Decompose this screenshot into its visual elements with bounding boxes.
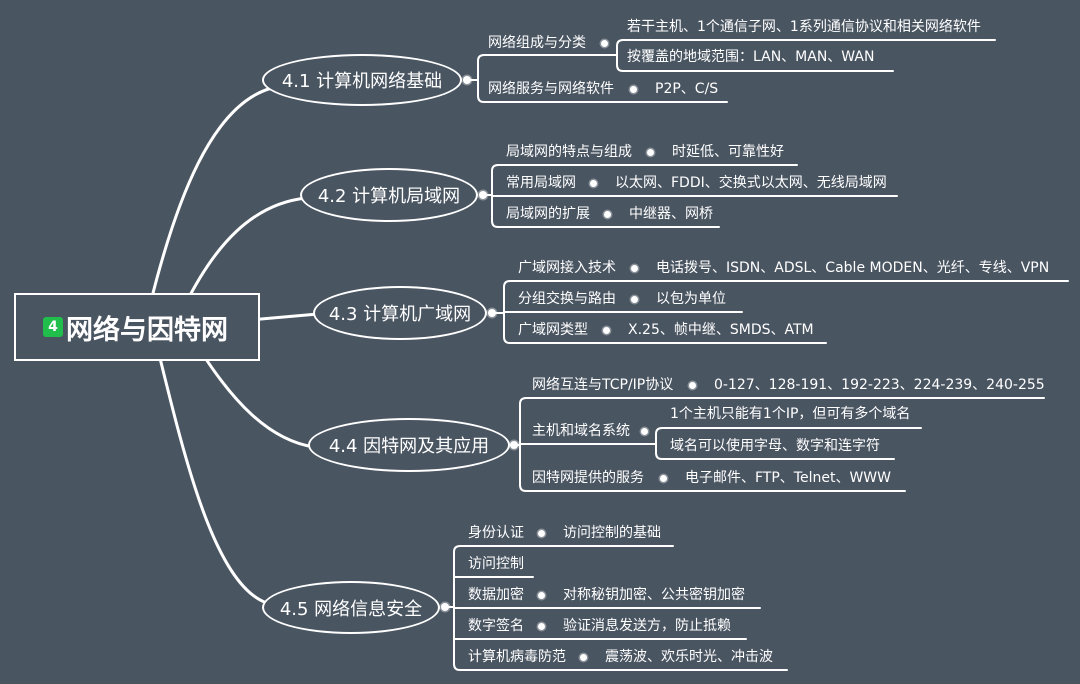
connector-root-to-4-2	[183, 196, 308, 307]
subtopic-label: 局域网的扩展	[506, 206, 590, 222]
branch-connector-dot	[488, 309, 496, 317]
connector-dot	[640, 427, 648, 435]
subtopic-label: 数据加密	[468, 587, 524, 603]
subtopic-label: 分组交换与路由	[518, 291, 616, 307]
subtopic-value: 震荡波、欢乐时光、冲击波	[605, 649, 773, 665]
sub-bracket-4-4	[655, 427, 663, 460]
subtopic-label: 网络互连与TCP/IP协议	[532, 377, 674, 393]
branch-connector-dot	[479, 191, 487, 199]
detail-label: 若干主机、1个通信子网、1系列通信协议和相关网络软件	[627, 19, 981, 35]
subtopic-label: 主机和域名系统	[532, 423, 630, 439]
branch-topic-4-2: 4.2 计算机局域网	[300, 168, 478, 222]
branch-topic-label: 4.1 计算机网络基础	[281, 71, 443, 92]
connector-dot	[537, 529, 545, 537]
branch-topic-4-1: 4.1 计算机网络基础	[262, 54, 462, 106]
branch-connector-dot	[510, 441, 518, 449]
connector-dot	[579, 653, 587, 661]
connector-root-to-4-1	[148, 86, 274, 307]
subtopic-label: 数字签名	[468, 618, 524, 634]
connector-dot	[600, 39, 608, 47]
subtopic-value: 0-127、128-191、192-223、224-239、240-255	[714, 377, 1045, 393]
subtopic-label: 计算机病毒防范	[468, 649, 566, 665]
detail-label: 1个主机只能有1个IP，但可有多个域名	[670, 406, 911, 422]
subtopic-label: 网络组成与分类	[488, 35, 586, 51]
sub-bracket-4-1	[616, 39, 624, 72]
subtopic-value: 以包为单位	[656, 291, 726, 307]
subtopic-value: X.25、帧中继、SMDS、ATM	[628, 322, 814, 338]
branch-topic-label: 4.2 计算机局域网	[317, 186, 461, 207]
subtopic-value: 以太网、FDDI、交换式以太网、无线局域网	[615, 175, 887, 191]
connector-root-to-4-4	[198, 348, 316, 449]
subtopic-value: 电话拨号、ISDN、ADSL、Cable MODEN、光纤、专线、VPN	[656, 260, 1050, 276]
connector-root-to-4-3	[248, 312, 320, 322]
subtopic-value: 对称秘钥加密、公共密钥加密	[563, 587, 745, 603]
branch-topic-4-3: 4.3 计算机广域网	[313, 286, 487, 340]
subtopic-label: 网络服务与网络软件	[488, 81, 614, 97]
connector-dot	[630, 295, 638, 303]
chapter-badge: 4	[43, 317, 63, 337]
subtopic-value: 验证消息发送方，防止抵赖	[563, 618, 731, 634]
detail-label: 按覆盖的地域范围：LAN、MAN、WAN	[627, 49, 875, 65]
branch-topic-label: 4.4 因特网及其应用	[328, 436, 490, 457]
subtopic-label: 广域网类型	[518, 322, 588, 338]
connector-dot	[630, 264, 638, 272]
subtopic-value: P2P、C/S	[655, 81, 719, 97]
subtopic-label: 访问控制	[468, 556, 524, 572]
root-topic: 4 网络与因特网	[14, 293, 260, 361]
branch-topic-4-4: 4.4 因特网及其应用	[308, 418, 510, 472]
connector-dot	[659, 474, 667, 482]
subtopic-label: 局域网的特点与组成	[506, 144, 632, 160]
branch-topic-label: 4.3 计算机广域网	[328, 304, 472, 325]
branch-connector-dot	[441, 603, 449, 611]
branch-connector-dot	[463, 76, 471, 84]
detail-label: 域名可以使用字母、数字和连字符	[670, 438, 880, 454]
branch-topic-4-5: 4.5 网络信息安全	[262, 581, 440, 634]
subtopic-value: 时延低、可靠性好	[672, 144, 784, 160]
subtopic-value: 访问控制的基础	[563, 525, 661, 541]
connector-dot	[646, 148, 654, 156]
subtopic-label: 身份认证	[468, 525, 524, 541]
subtopic-value: 电子邮件、FTP、Telnet、WWW	[685, 470, 891, 486]
branch-bracket-4-1	[477, 54, 485, 103]
connector-dot	[589, 179, 597, 187]
subtopic-label: 广域网接入技术	[518, 260, 616, 276]
subtopic-label: 常用局域网	[506, 175, 576, 191]
subtopic-value: 中继器、网桥	[629, 206, 713, 222]
connector-dot	[537, 591, 545, 599]
root-topic-label: 网络与因特网	[66, 314, 228, 346]
connector-dot	[629, 85, 637, 93]
connector-dot	[602, 326, 610, 334]
connector-dot	[603, 210, 611, 218]
subtopic-label: 因特网提供的服务	[532, 470, 644, 486]
connector-dot	[537, 622, 545, 630]
connector-root-to-4-5	[156, 348, 269, 605]
connector-dot	[688, 381, 696, 389]
branch-topic-label: 4.5 网络信息安全	[279, 598, 423, 620]
